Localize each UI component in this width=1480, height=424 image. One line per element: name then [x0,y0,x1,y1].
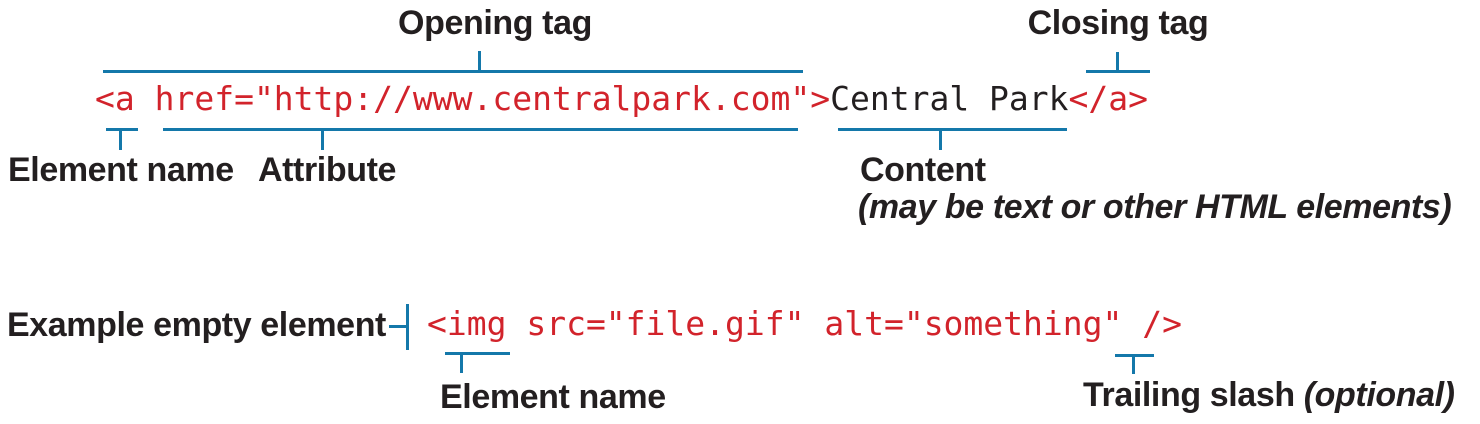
pointer-line [406,304,409,350]
attribute-bracket-line [163,128,798,131]
example-empty-element-label: Example empty element [7,306,386,344]
element-name-bracket [106,128,138,131]
attribute-tick [321,128,324,150]
element-name-tick [119,128,122,150]
opening-tag-bracket-line [103,70,803,73]
anchor-content-text: Central Park [830,79,1069,118]
element-name-bracket-2 [445,352,510,355]
closing-tag-label: Closing tag [1027,4,1209,42]
content-tick [939,128,942,150]
closing-tag-bracket-line [1086,70,1150,73]
closing-tag-code: </a> [1068,79,1149,118]
opening-tag-tick [478,51,481,70]
img-code-line: <img src="file.gif" alt="something" /> [427,304,1182,343]
element-name-label: Element name [8,151,234,189]
attribute-label: Attribute [257,151,397,189]
trailing-slash-tick [1132,354,1135,374]
anchor-code-line: <a href="http://www.centralpark.com">Cen… [95,80,1148,118]
trailing-slash-note: (optional) [1303,376,1455,414]
content-label: Content [860,151,986,189]
opening-tag-code: <a href="http://www.centralpark.com"> [95,79,831,118]
trailing-slash-label-text: Trailing slash [1083,376,1304,414]
trailing-slash-label: Trailing slash (optional) [1083,377,1455,413]
pointer-dash [389,325,408,328]
element-name-tick-2 [460,352,463,373]
element-name-label-2: Element name [440,378,666,416]
content-note: (may be text or other HTML elements) [858,188,1452,226]
content-bracket-line [838,128,1067,131]
opening-tag-label: Opening tag [398,4,592,42]
closing-tag-tick [1116,52,1119,70]
